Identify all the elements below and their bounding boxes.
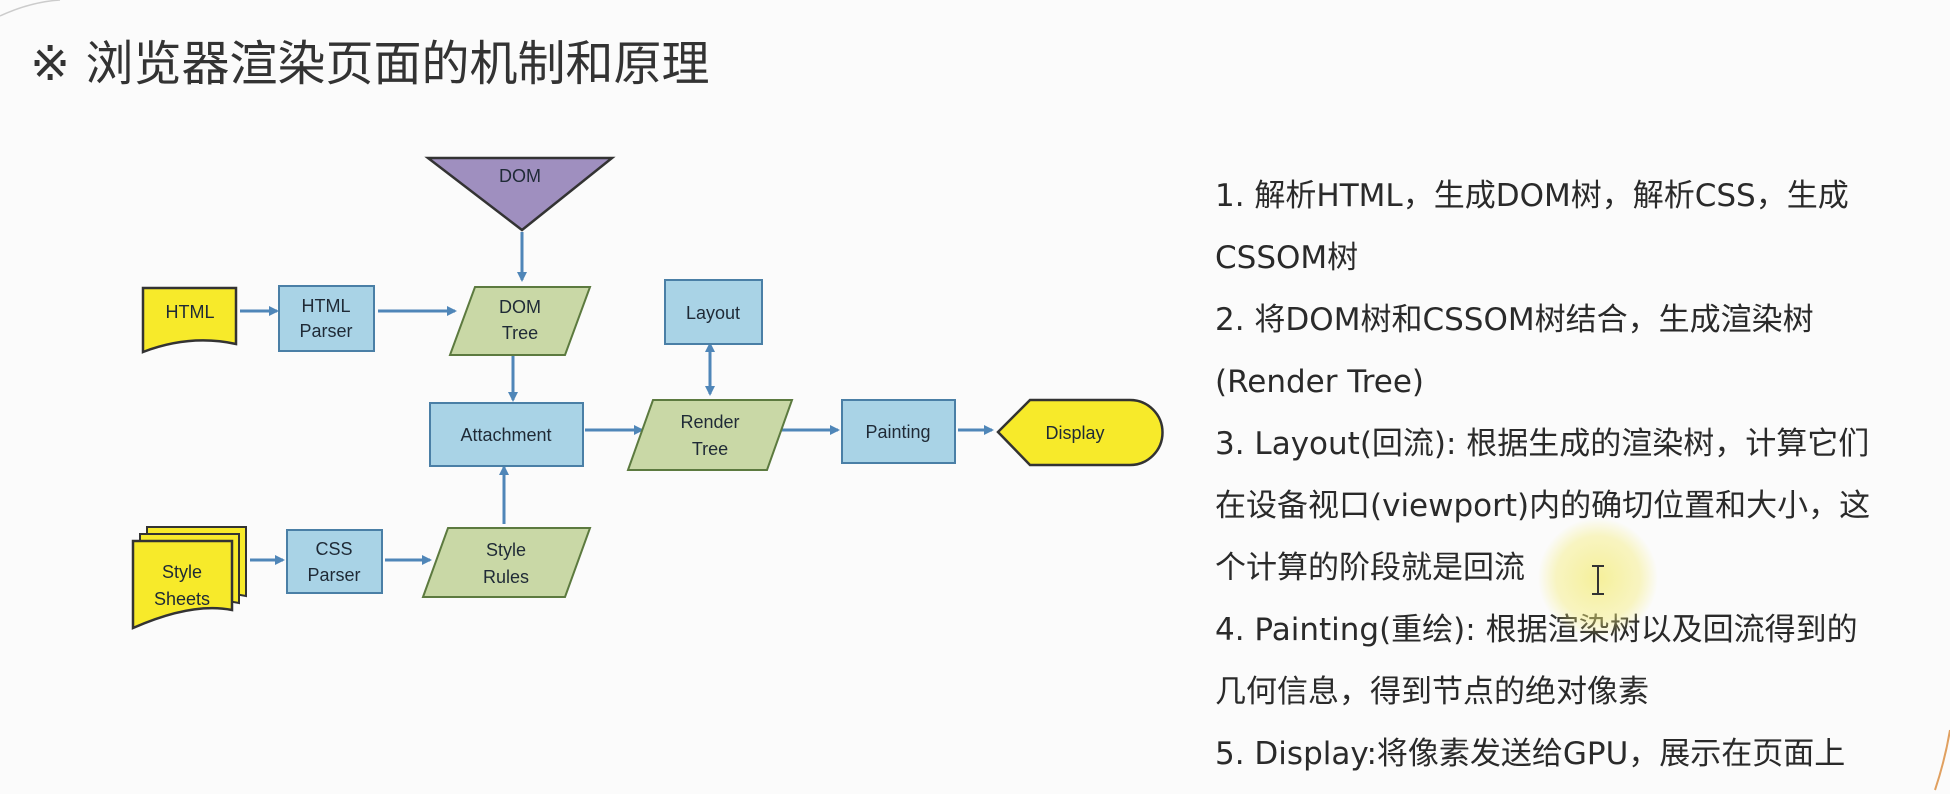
node-attachment: Attachment: [429, 402, 584, 467]
node-render-tree: Render Tree: [626, 399, 794, 471]
node-style-sheets-line2: Sheets: [154, 589, 210, 609]
node-html-parser-line1: HTML: [302, 296, 351, 316]
node-attachment-label: Attachment: [460, 425, 551, 445]
node-render-tree-line1: Render: [680, 412, 739, 432]
node-css-parser: CSS Parser: [286, 529, 383, 594]
node-style-rules-line1: Style: [486, 540, 526, 560]
step-line: 4. Painting(重绘): 根据渲染树以及回流得到的: [1215, 612, 1858, 648]
node-style-rules: Style Rules: [421, 527, 592, 598]
step-line: CSSOM树: [1215, 240, 1359, 276]
node-dom-tree-line2: Tree: [502, 323, 538, 343]
node-style-sheets: Style Sheets: [131, 526, 247, 630]
node-html-parser: HTML Parser: [278, 285, 375, 352]
step-line: (Render Tree): [1215, 364, 1424, 400]
node-style-rules-line2: Rules: [483, 567, 529, 587]
node-style-sheets-line1: Style: [162, 562, 202, 582]
node-dom-tree: DOM Tree: [448, 286, 592, 356]
render-pipeline-diagram: DOM HTML HTML Parser DOM Tree Layout Att…: [131, 156, 1164, 630]
node-css-parser-line1: CSS: [315, 539, 352, 559]
node-layout-label: Layout: [686, 303, 740, 323]
node-render-tree-line2: Tree: [692, 439, 728, 459]
step-line: 3. Layout(回流): 根据生成的渲染树，计算它们: [1215, 426, 1870, 462]
node-display: Display: [996, 398, 1164, 467]
node-display-label: Display: [1045, 423, 1104, 443]
node-html: HTML: [141, 286, 238, 354]
node-layout: Layout: [664, 279, 763, 345]
node-css-parser-line2: Parser: [307, 565, 360, 585]
step-line: 2. 将DOM树和CSSOM树结合，生成渲染树: [1215, 302, 1814, 338]
node-dom-tree-line1: DOM: [499, 297, 541, 317]
connectors: [240, 232, 994, 565]
node-dom: DOM: [424, 156, 616, 232]
explanation-steps: 1. 解析HTML，生成DOM树，解析CSS，生成 CSSOM树 2. 将DOM…: [1215, 165, 1940, 785]
slide-title: ※ 浏览器渲染页面的机制和原理: [30, 36, 710, 92]
node-dom-label: DOM: [499, 166, 541, 186]
node-painting-label: Painting: [865, 422, 930, 442]
step-line: 在设备视口(viewport)内的确切位置和大小，这: [1215, 488, 1871, 524]
step-line: 几何信息，得到节点的绝对像素: [1215, 674, 1649, 710]
node-html-parser-line2: Parser: [299, 321, 352, 341]
step-line: 1. 解析HTML，生成DOM树，解析CSS，生成: [1215, 178, 1849, 214]
step-line: 5. Display:将像素发送给GPU，展示在页面上: [1215, 736, 1846, 772]
step-line: 个计算的阶段就是回流: [1215, 550, 1525, 586]
node-html-label: HTML: [166, 302, 215, 322]
node-painting: Painting: [841, 399, 956, 464]
